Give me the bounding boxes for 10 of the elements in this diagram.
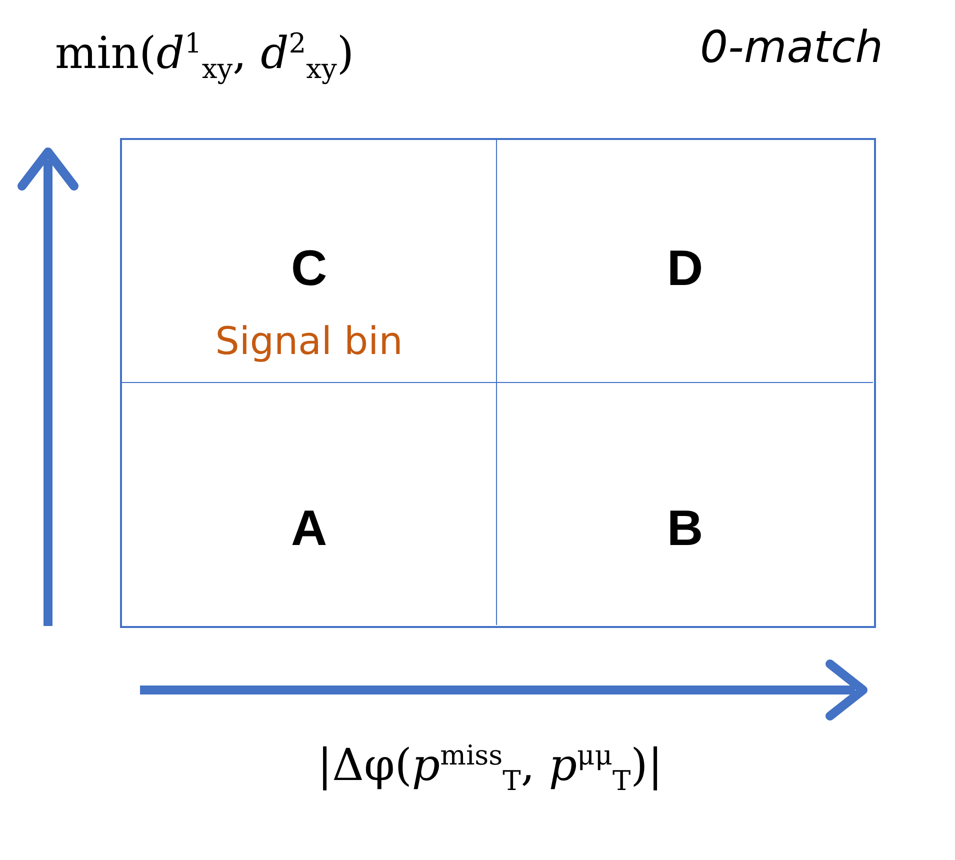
cell-letter: C (290, 240, 328, 296)
panel-tag: 0-match (700, 22, 884, 73)
axis-title: min(d$^{1}$$_{xy}$, d$^{2}$$_{xy}$) (55, 28, 354, 85)
axis-title: |Δφ(p$^{miss}$$_{T}$, p$^{μμ}$$_{T}$)| (317, 740, 663, 797)
grid-cell (122, 140, 497, 383)
cell-letter: B (666, 500, 704, 556)
cell-letter: D (666, 240, 704, 296)
region-label: Signal bin (215, 318, 403, 364)
cell-letter: A (290, 500, 328, 556)
region-grid (120, 138, 876, 628)
